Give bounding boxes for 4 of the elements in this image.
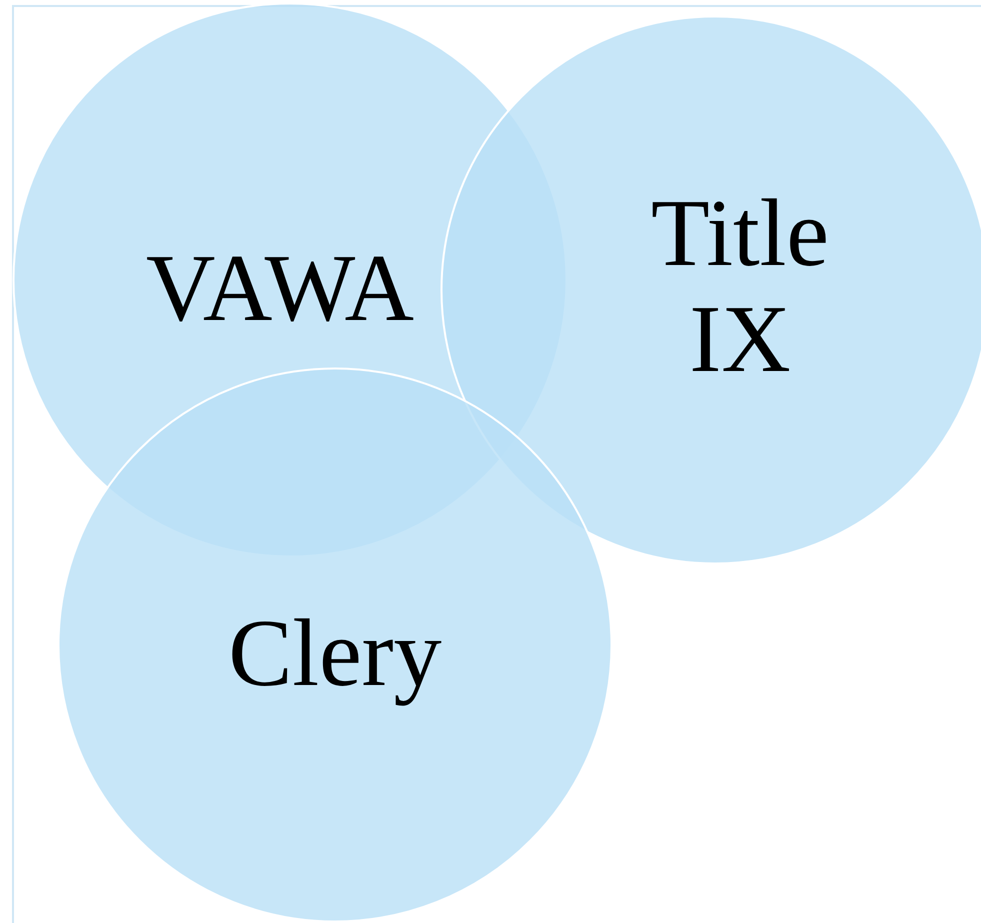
circle-label: Title IX xyxy=(650,180,830,392)
circle-label: Clery xyxy=(227,600,443,706)
venn-circle xyxy=(57,367,613,923)
circle-label: VAWA xyxy=(145,235,415,341)
